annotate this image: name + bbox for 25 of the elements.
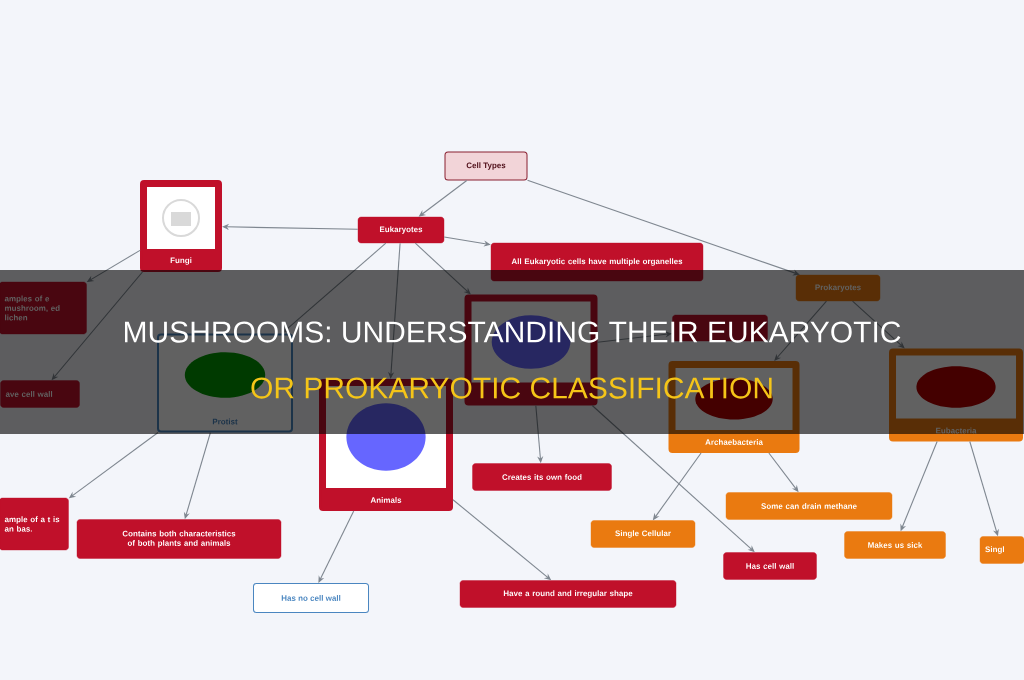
concept-box: Has no cell wall [253,583,369,613]
concept-box: Contains both characteristics of both plants and animals [76,519,282,559]
picture-card: Eubacteria [889,348,1023,442]
concept-box: Single Cellular [590,520,696,548]
concept-box: Has cell wall [723,552,817,580]
arrow [388,242,401,379]
concept-box: amples of e mushroom, ed lichen [0,281,87,335]
arrow [526,179,800,276]
arrow [318,510,355,583]
concept-box: Creates its own food [472,463,612,491]
concept-box: Singl [979,536,1024,564]
concept-box: ample of a t is an bas. [0,497,69,551]
concept-box: Eukaryotes [357,216,445,244]
arrow [414,242,471,295]
concept-box: Prokaryotes [795,274,881,302]
concept-box: Have a round and irregular shape [459,580,677,608]
arrow [852,300,905,349]
concept-box: Some can drain methane [725,492,893,520]
concept-box: ave cell wall [0,380,80,408]
picture-card: Fungi [140,180,222,272]
concept-box: Makes us sick [844,531,946,559]
arrow [774,300,828,361]
root-box: Cell Types [444,151,528,181]
title: MUSHROOMS: UNDERSTANDING THEIR EUKARYOTIC [125,321,901,343]
concept-box: All Eukaryotic cells have multiple organelles [490,242,704,282]
